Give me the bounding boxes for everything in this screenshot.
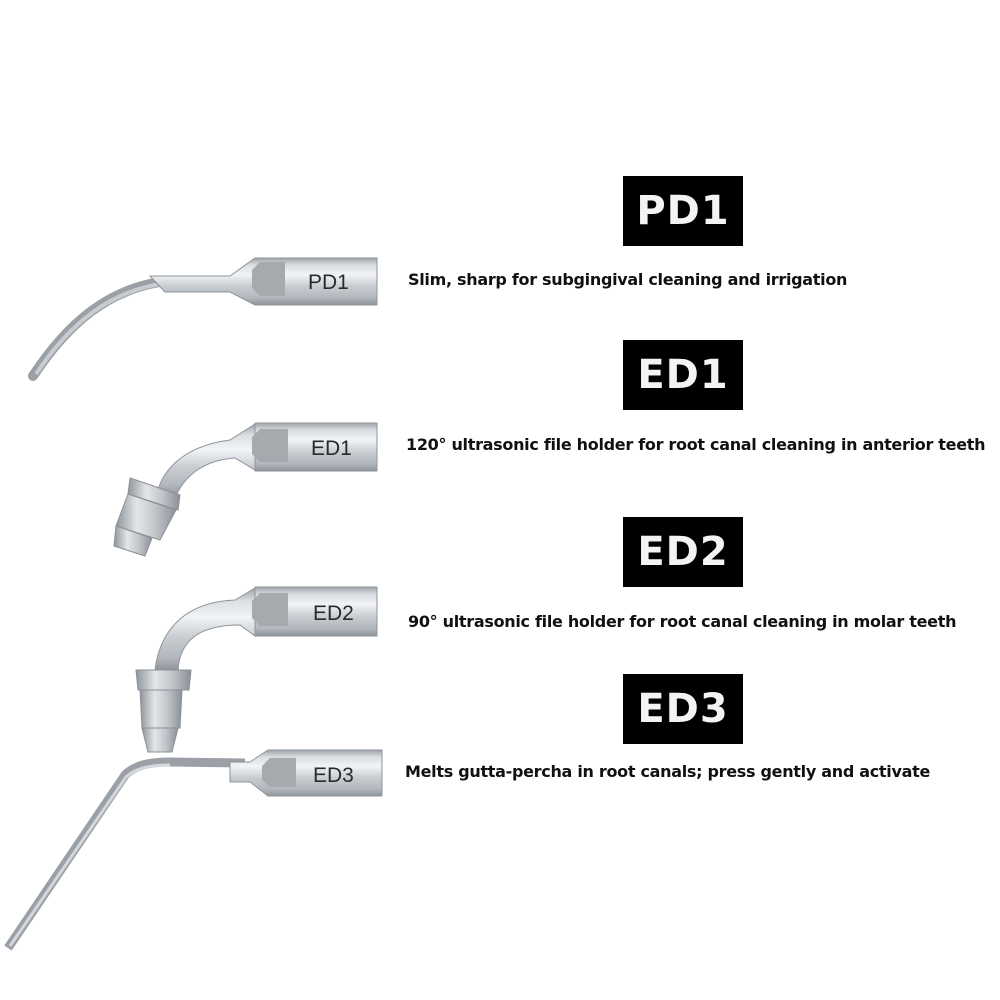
ed1-tip-illustration: ED1 xyxy=(113,422,378,557)
pd1-engraving: PD1 xyxy=(308,271,349,294)
ed2-label-badge: ED2 xyxy=(623,517,743,587)
ed2-engraving: ED2 xyxy=(313,602,354,625)
pd1-description: Slim, sharp for subgingival cleaning and… xyxy=(408,270,848,289)
ed3-label-badge: ED3 xyxy=(623,674,743,744)
ed2-tip-illustration: ED2 xyxy=(135,586,378,753)
pd1-label-badge: PD1 xyxy=(623,176,743,246)
ed2-description: 90° ultrasonic file holder for root cana… xyxy=(408,612,957,631)
ed3-engraving: ED3 xyxy=(313,764,354,787)
ed1-description: 120° ultrasonic file holder for root can… xyxy=(406,435,986,454)
ed3-description: Melts gutta-percha in root canals; press… xyxy=(405,762,930,781)
ed1-engraving: ED1 xyxy=(311,437,352,460)
ed1-label-badge: ED1 xyxy=(623,340,743,410)
ed3-tip-illustration: ED3 xyxy=(4,749,383,951)
pd1-tip-illustration: PD1 xyxy=(28,257,378,381)
